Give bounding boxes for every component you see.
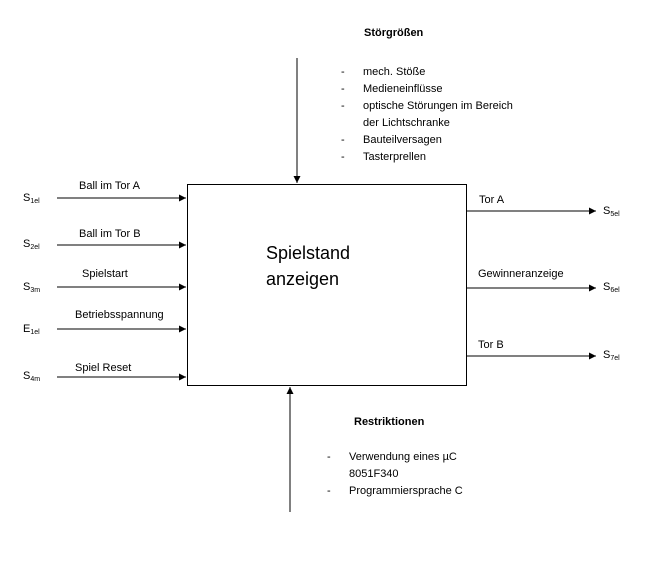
disturbance-item: - optische Störungen im Bereich der Lich… xyxy=(341,98,513,132)
input-symbol-5: S4m xyxy=(23,370,41,383)
restriction-text: Verwendung eines µC xyxy=(349,451,457,463)
list-dash: - xyxy=(327,485,331,497)
input-symbol-4: E1el xyxy=(23,323,40,336)
disturbance-text: optische Störungen im Bereich xyxy=(363,100,513,112)
output-symbol-1: S5el xyxy=(603,205,620,218)
output-label-2: Gewinneranzeige xyxy=(478,268,564,280)
disturbances-list: - mech. Stöße - Medieneinflüsse - optisc… xyxy=(341,64,513,166)
function-box xyxy=(187,184,467,386)
input-label-2: Ball im Tor B xyxy=(79,228,141,240)
input-label-5: Spiel Reset xyxy=(75,362,132,374)
input-symbol-2: S2el xyxy=(23,238,40,251)
list-dash: - xyxy=(341,83,345,95)
input-label-1: Ball im Tor A xyxy=(79,180,140,192)
input-symbol-1: S1el xyxy=(23,192,40,205)
disturbance-item: - Tasterprellen xyxy=(341,149,513,166)
disturbance-text: mech. Stöße xyxy=(363,66,426,78)
restrictions-list: - Verwendung eines µC 8051F340 - Program… xyxy=(327,449,463,500)
function-title-line1: Spielstand xyxy=(266,243,351,263)
disturbances-title: Störgrößen xyxy=(364,27,424,39)
restriction-item: - Programmiersprache C xyxy=(327,483,463,500)
restriction-item: - Verwendung eines µC 8051F340 xyxy=(327,449,463,483)
disturbance-text: Bauteilversagen xyxy=(363,134,442,146)
function-title-line2: anzeigen xyxy=(266,269,340,289)
input-label-3: Spielstart xyxy=(82,268,128,280)
restrictions-title: Restriktionen xyxy=(354,416,425,428)
disturbance-item: - Bauteilversagen xyxy=(341,132,513,149)
function-title: Spielstand anzeigen xyxy=(266,240,350,292)
output-symbol-2: S6el xyxy=(603,281,620,294)
disturbance-item: - mech. Stöße xyxy=(341,64,513,81)
list-dash: - xyxy=(341,66,345,78)
output-symbol-3: S7el xyxy=(603,349,620,362)
input-symbol-3: S3m xyxy=(23,281,41,294)
list-dash: - xyxy=(327,451,331,463)
list-dash: - xyxy=(341,151,345,163)
output-label-3: Tor B xyxy=(478,339,504,351)
input-label-4: Betriebsspannung xyxy=(75,309,164,321)
list-dash: - xyxy=(341,134,345,146)
output-label-1: Tor A xyxy=(479,194,505,206)
disturbance-item: - Medieneinflüsse xyxy=(341,81,513,98)
disturbance-text: Medieneinflüsse xyxy=(363,83,443,95)
disturbance-text: Tasterprellen xyxy=(363,151,426,163)
restriction-text-cont: 8051F340 xyxy=(349,468,399,480)
disturbance-text-cont: der Lichtschranke xyxy=(363,117,450,129)
restriction-text: Programmiersprache C xyxy=(349,485,463,497)
list-dash: - xyxy=(341,100,345,112)
